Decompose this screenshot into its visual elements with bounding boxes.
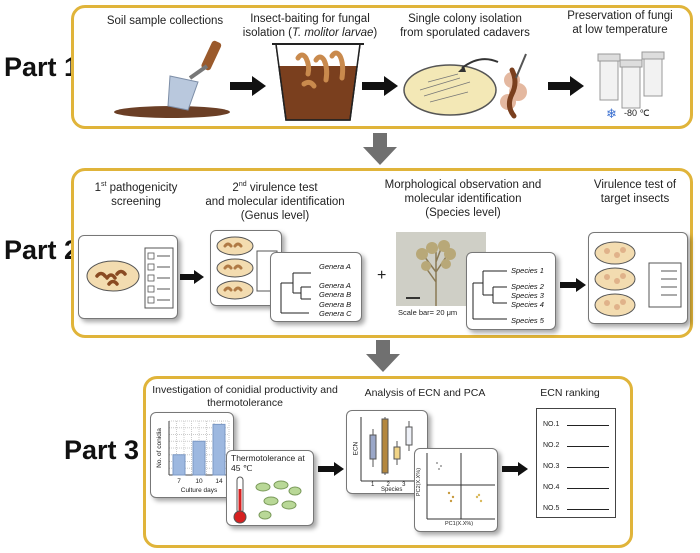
cadaver-icon: [500, 67, 527, 119]
genus-label: Genera B: [319, 290, 352, 299]
arrow-down-icon: [366, 340, 400, 372]
plus-sign: +: [377, 267, 387, 284]
species-label: Species 3: [511, 291, 544, 300]
part2-label: Part 2: [4, 235, 80, 265]
arrow-right-icon: [230, 76, 266, 96]
thermometer-icon: [233, 476, 247, 524]
bar-14: [212, 423, 226, 476]
bar-10: [192, 440, 206, 476]
screening-card: [78, 235, 178, 319]
pca-y-label: PC2(X.X%): [416, 467, 423, 497]
petri-dish-cadaver-icon: [403, 53, 527, 119]
bar-7: [172, 454, 186, 476]
shovel-in-soil-icon: [114, 40, 230, 118]
conidia-cells-icon: [255, 480, 302, 520]
insect-baiting-cup-icon: [272, 43, 364, 121]
species-tree-card: Species 1 Species 2 Species 3 Species 4 …: [466, 252, 556, 330]
rank-label: NO.3: [543, 463, 560, 470]
rank-label: NO.5: [543, 505, 560, 512]
p3-step2-caption: Analysis of ECN and PCA: [364, 387, 486, 399]
species-label: Species 5: [511, 316, 544, 325]
rank-label: NO.2: [543, 442, 560, 449]
arrow-right-icon: [180, 270, 204, 284]
target-insect-virulence-card: [588, 232, 688, 324]
arrow-right-icon: [362, 76, 398, 96]
arrow-down-icon: [363, 133, 397, 165]
arrow-right-icon: [548, 76, 584, 96]
p1-step2-caption: Insect-baiting for fungal isolation (T. …: [242, 13, 378, 39]
part3-label: Part 3: [64, 435, 140, 465]
arrow-right-icon: [560, 278, 586, 292]
cryovials-icon: [597, 51, 665, 109]
species-label: Species 2: [511, 282, 544, 291]
p3-step1-caption: Investigation of conidial productivity a…: [152, 384, 338, 409]
genus-label: Genera C: [319, 309, 352, 318]
genus-label: Genera A: [319, 281, 351, 290]
snowflake-icon: ❄: [606, 106, 617, 121]
bar-tick-label: 7: [177, 478, 181, 485]
scale-bar-label: Scale bar= 20 μm: [398, 308, 458, 317]
rank-label: NO.4: [543, 484, 560, 491]
pca-plot-card: PC2(X.X%) PC1(X.X%): [414, 448, 498, 532]
species-label: Species 1: [511, 266, 544, 275]
larvae-dish-checklist-icon: [86, 247, 174, 309]
p1-temperature: -80 ℃: [624, 108, 650, 118]
genus-label: Genera B: [319, 300, 352, 309]
p3-step3-caption: ECN ranking: [540, 387, 600, 399]
bar-tick-label: 14: [215, 478, 223, 485]
ecn-x-label: Species: [381, 487, 403, 493]
part1-label: Part 1: [4, 52, 80, 82]
arrow-right-icon: [502, 462, 528, 476]
p1-step1-caption: Soil sample collections: [106, 15, 224, 27]
species-label: Species 4: [511, 300, 544, 309]
rank-label: NO.1: [543, 421, 560, 428]
ecn-boxplot: [360, 417, 425, 482]
phylogenetic-tree-icon: [280, 272, 311, 314]
bar-y-label: No. of conidia: [156, 428, 163, 468]
ecn-y-label: ECN: [352, 441, 360, 456]
pca-x-label: PC1(X.X%): [445, 521, 474, 527]
genus-tree-card: Genera A Genera A Genera B Genera B Gene…: [270, 252, 362, 322]
p2-step2-caption: 2nd virulence test and molecular identif…: [205, 181, 345, 222]
bar-tick-label: 10: [195, 478, 203, 485]
phylogenetic-tree-icon: [472, 270, 507, 320]
bar-x-label: Culture days: [181, 487, 218, 494]
pca-scatter: [426, 453, 495, 520]
ecn-ranking-list: NO.1 NO.2 NO.3 NO.4 NO.5: [536, 408, 616, 518]
genus-label: Genera A: [319, 262, 351, 271]
arrow-right-icon: [318, 462, 344, 476]
